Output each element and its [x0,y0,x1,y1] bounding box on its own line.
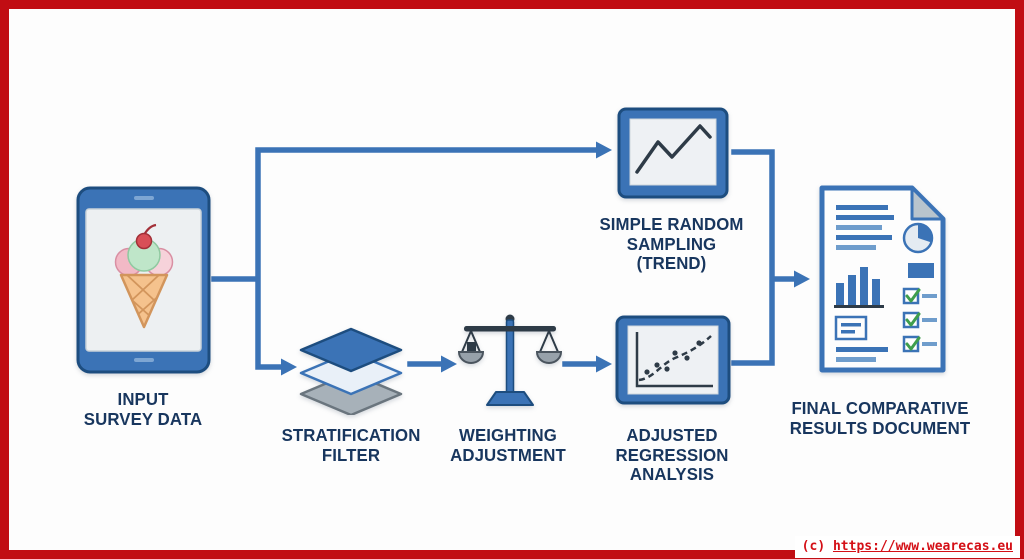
label-input: INPUT SURVEY DATA [57,389,230,429]
label-sampling: SIMPLE RANDOM SAMPLING (TREND) [583,214,761,274]
stratification-node [295,315,407,415]
label-line: INPUT [117,389,169,409]
label-line: REGRESSION [615,444,729,465]
label-line: FILTER [321,444,381,465]
watermark: (c) https://www.wearecas.eu [794,536,1020,558]
results-node [812,183,952,375]
label-line: ANALYSIS [629,464,715,484]
label-line: RESULTS DOCUMENT [789,417,971,438]
label-line: (TREND) [636,253,707,273]
balance-scale-icon [458,314,562,406]
regression-scatter-monitor-icon [615,315,731,405]
label-line: STRATIFICATION [281,425,421,445]
weighting-node [458,312,562,408]
input-node [75,185,212,375]
label-weighting: WEIGHTING ADJUSTMENT [422,425,595,465]
sampling-node [616,106,730,202]
stacked-layers-icon [299,327,403,415]
watermark-prefix: (c) [801,539,833,554]
label-results: FINAL COMPARATIVE RESULTS DOCUMENT [784,398,976,438]
label-line: ADJUSTMENT [450,444,566,465]
arrowhead-to-stratification [281,358,297,376]
label-regression: ADJUSTED REGRESSION ANALYSIS [586,425,759,485]
arrowhead-to-sampling [596,141,612,159]
label-line: SURVEY DATA [83,408,203,429]
arrowhead-to-weighting [441,355,457,373]
label-line: SAMPLING [626,233,717,254]
label-line: ADJUSTED [626,425,718,445]
label-stratification: STRATIFICATION FILTER [265,425,438,465]
watermark-url: https://www.wearecas.eu [832,539,1013,554]
arrowhead-to-results [794,270,810,288]
connector-lines [211,147,798,370]
label-line: WEIGHTING [459,425,557,445]
label-line: FINAL COMPARATIVE [791,398,969,418]
regression-node [614,314,732,408]
tablet-ice-cream-icon [76,186,211,374]
trend-chart-monitor-icon [617,107,729,199]
report-document-icon [819,185,946,373]
label-line: SIMPLE RANDOM [599,214,744,234]
arrowhead-to-regression [596,355,612,373]
